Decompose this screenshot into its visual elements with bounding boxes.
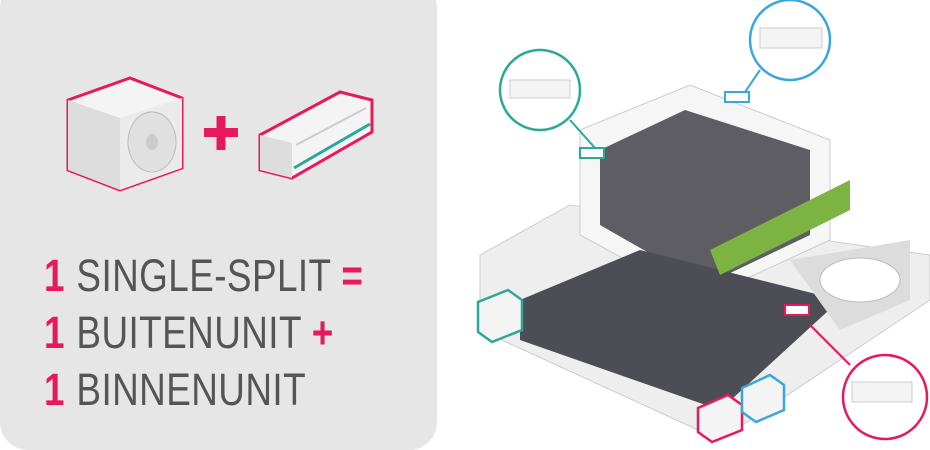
plus-icon [204,116,238,150]
count: 1 [44,250,65,301]
info-panel [0,0,437,450]
plus-sign: + [311,307,334,358]
count: 1 [44,364,65,415]
count: 1 [44,307,65,358]
house-illustration [476,0,930,444]
units-illustration [66,76,374,192]
outdoor-unit-pink-icon [696,393,744,444]
outdoor-unit-icon [66,76,184,192]
outdoor-unit-blue-icon [740,373,786,424]
outdoor-unit-teal-icon [476,288,524,344]
equals-sign: = [341,250,364,301]
label: SINGLE-SPLIT [76,250,332,301]
indoor-unit-icon [258,90,374,180]
label: BUITENUNIT [76,307,302,358]
label: BINNENUNIT [76,364,307,415]
